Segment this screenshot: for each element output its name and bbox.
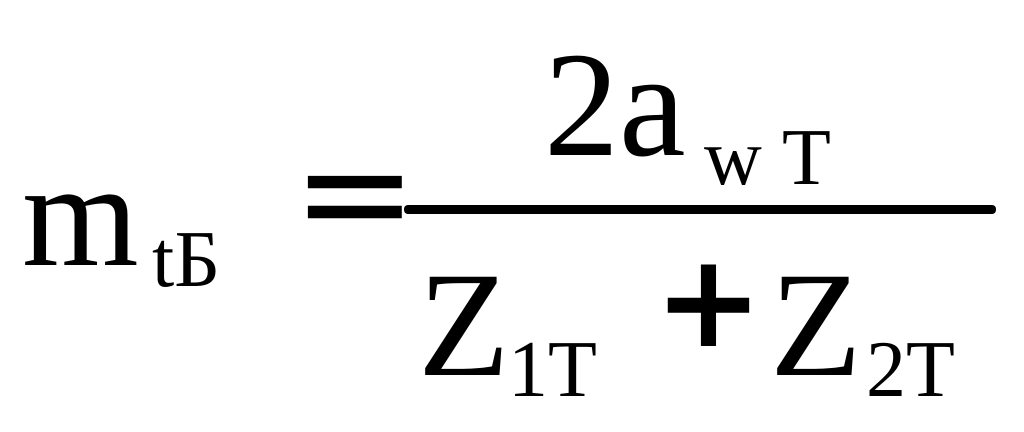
numerator-subscript-T: T (782, 114, 831, 202)
denominator-term2-symbol: Z (770, 242, 862, 408)
denominator-term1-symbol: Z (418, 242, 510, 408)
numerator-symbol: 2a (544, 22, 686, 188)
denominator-term2-subscript: 2T (866, 326, 955, 414)
lhs-symbol: m (22, 132, 139, 298)
denominator-term1-subscript: 1T (508, 326, 597, 414)
numerator-subscript-w: w (704, 114, 762, 202)
fraction-bar (404, 205, 996, 214)
plus-sign: + (654, 225, 763, 377)
equals-sign: = (292, 106, 418, 280)
lhs-subscript: tБ (152, 216, 221, 304)
